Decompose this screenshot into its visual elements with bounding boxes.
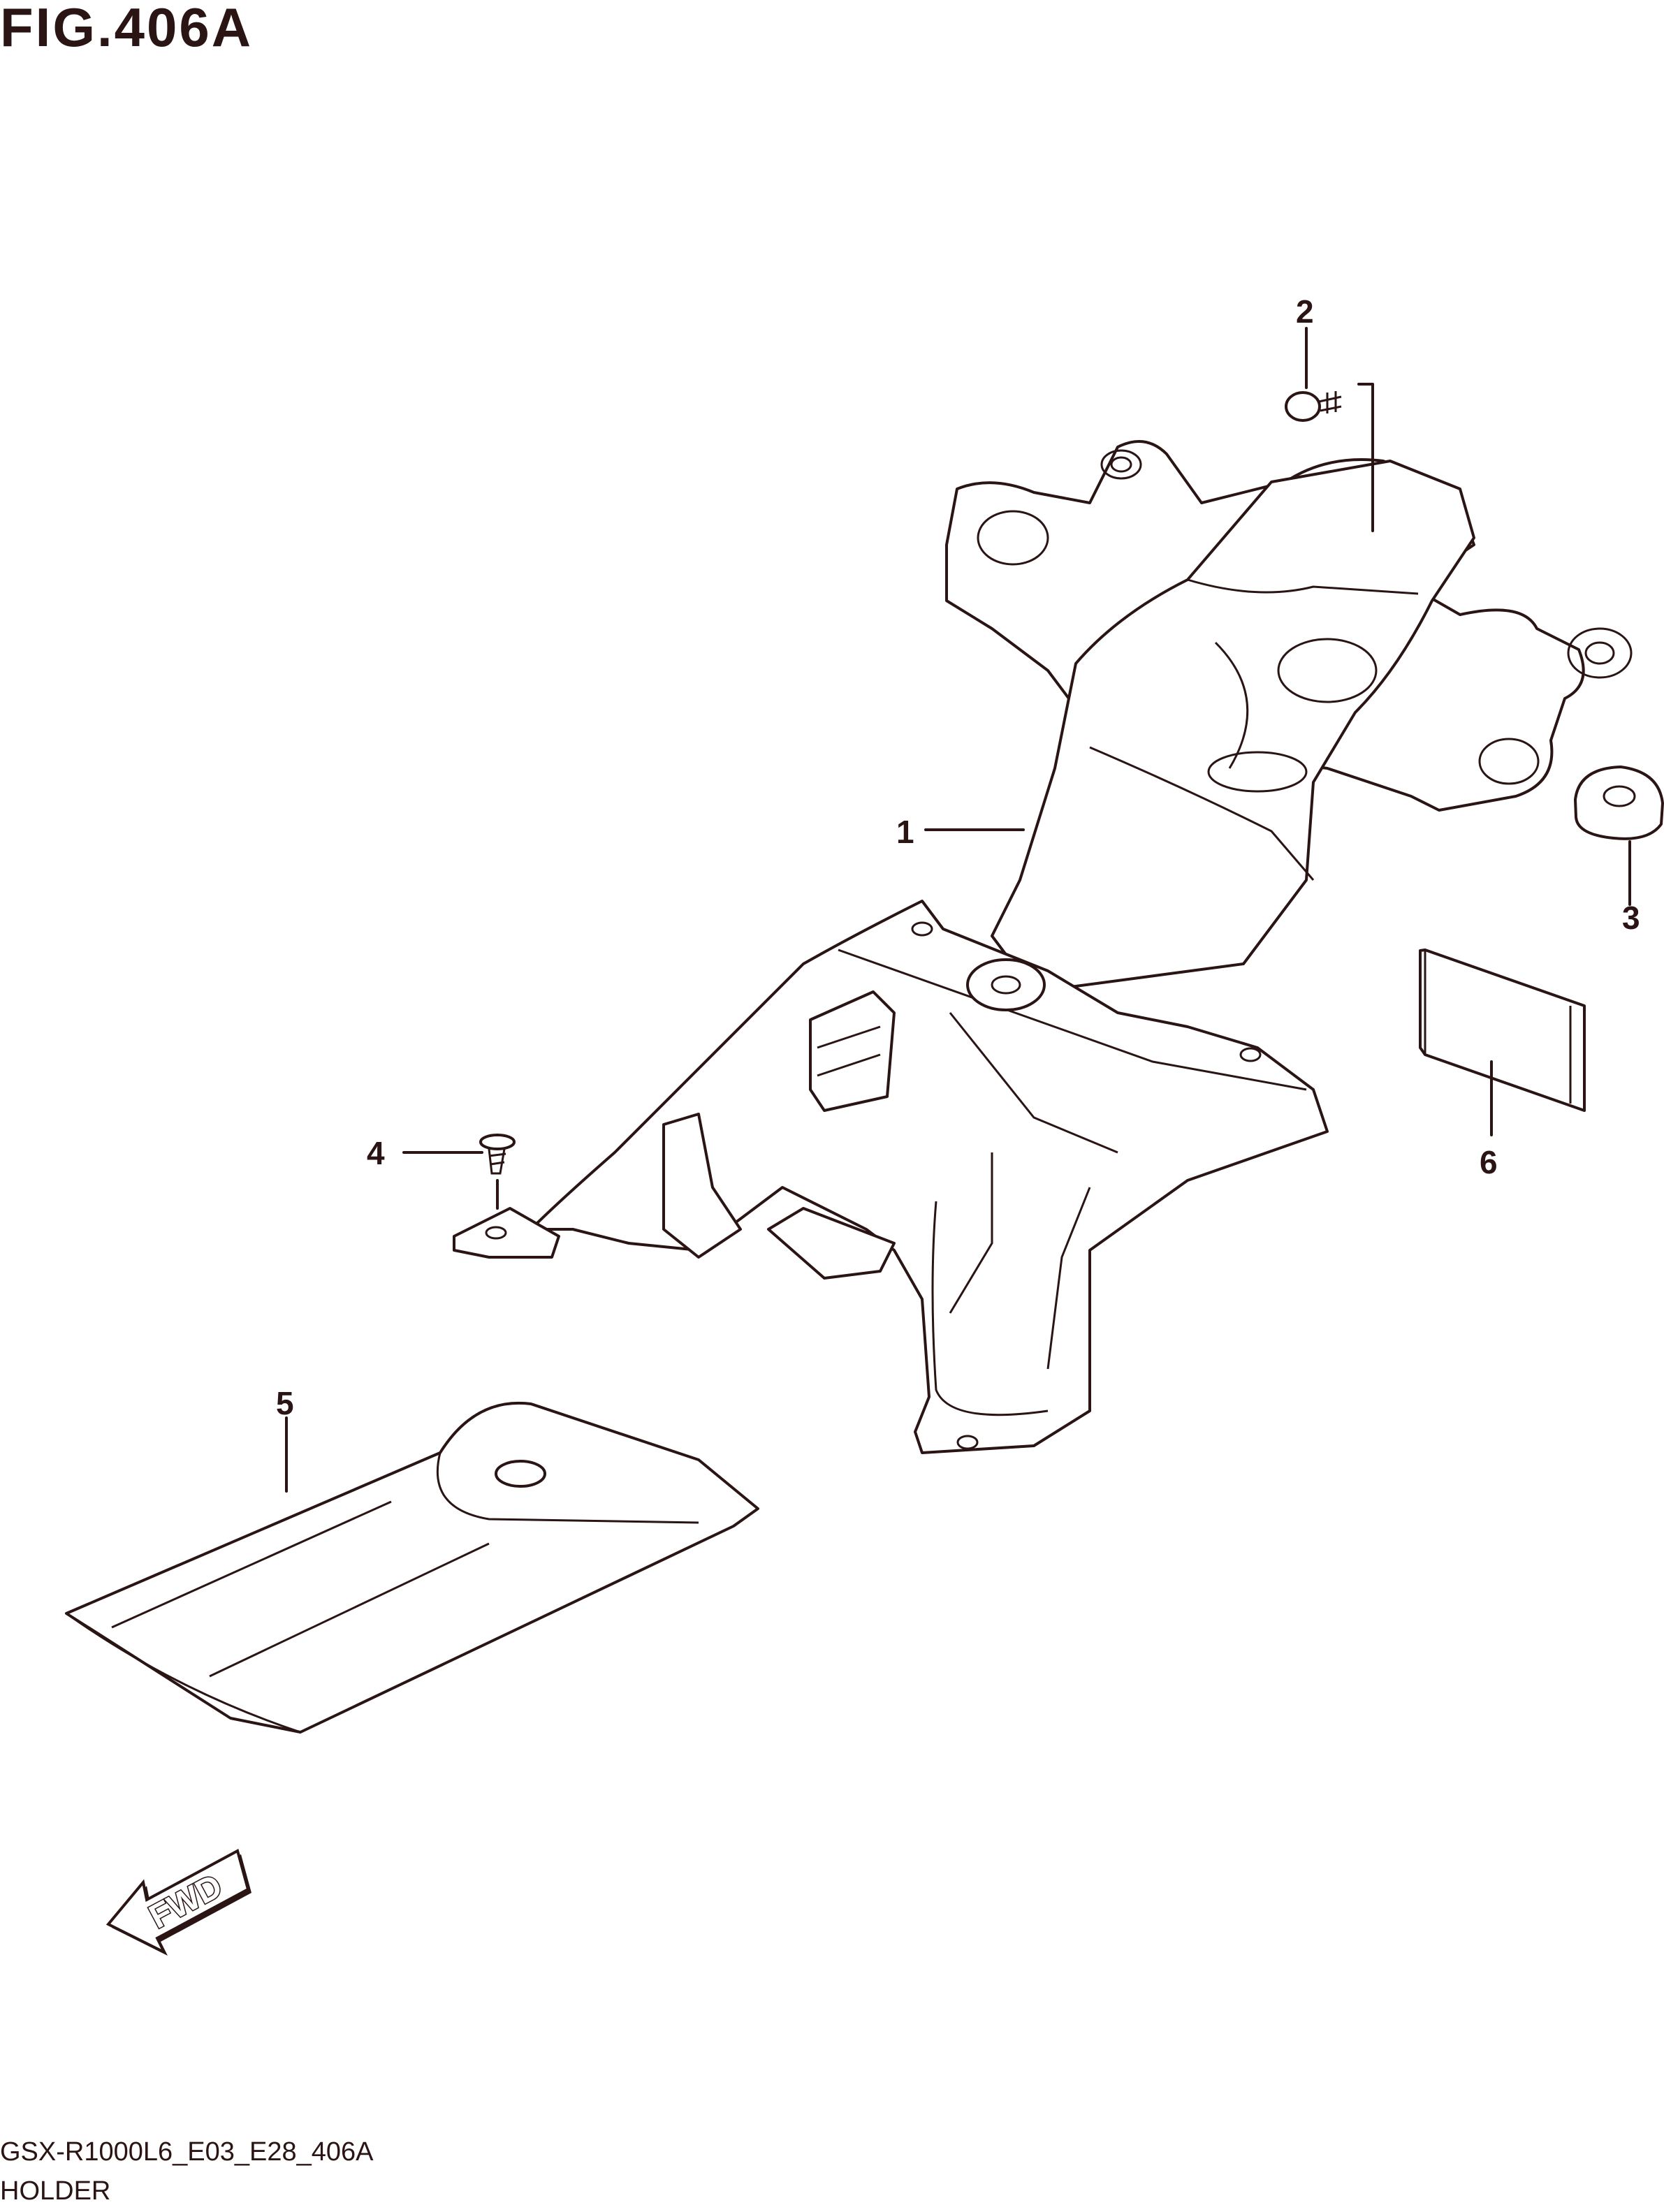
callout-6: 6 [1480,1144,1498,1180]
fwd-arrow-icon: FWD [105,1849,251,1956]
cushion-part [1574,766,1664,840]
leader-lines [285,327,1631,1493]
bolt-part [1285,391,1342,422]
callout-4: 4 [367,1135,385,1171]
callout-1: 1 [896,814,914,850]
callout-3: 3 [1622,900,1640,936]
group-name: HOLDER [0,2176,111,2206]
holder-part [453,440,1633,1454]
cover-part [65,1401,759,1734]
screw-part [479,1134,516,1175]
figure-title: FIG.406A [0,0,254,58]
model-code: GSX-R1000L6_E03_E28_406A [0,2137,374,2167]
callout-5: 5 [276,1385,294,1421]
label-part [1419,948,1586,1112]
callout-2: 2 [1296,293,1314,330]
